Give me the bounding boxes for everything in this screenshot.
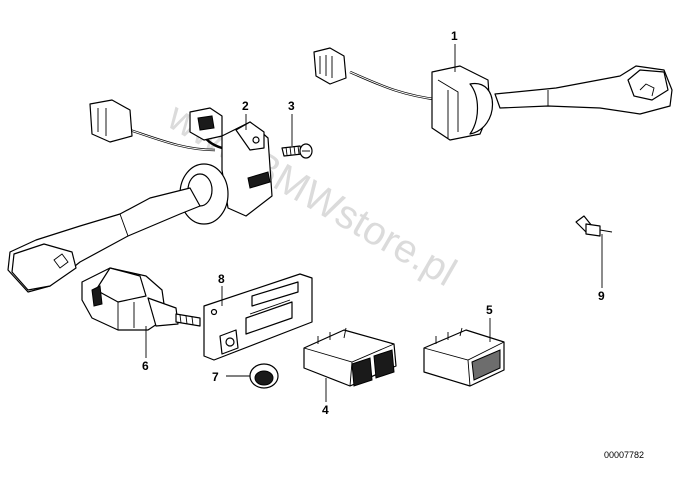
label-part-6: 6 xyxy=(142,359,149,373)
label-part-1: 1 xyxy=(451,29,458,43)
single-switch xyxy=(423,327,505,387)
cover-plate xyxy=(203,273,313,361)
diagram-reference-number: 00007782 xyxy=(604,450,644,460)
fixing-screw xyxy=(281,143,313,159)
turn-signal-switch xyxy=(7,99,273,293)
label-part-7: 7 xyxy=(212,370,219,384)
wiper-stalk-lever xyxy=(494,65,673,115)
double-switch xyxy=(303,327,397,387)
part-labels: 1 2 3 4 5 6 7 8 9 xyxy=(142,29,605,417)
pin-holder xyxy=(575,215,613,237)
label-part-8: 8 xyxy=(218,272,225,286)
label-part-5: 5 xyxy=(486,303,493,317)
label-part-4: 4 xyxy=(322,403,329,417)
wiper-stalk-switch xyxy=(313,47,673,141)
knob xyxy=(249,363,279,389)
hazard-switch xyxy=(81,267,201,331)
label-part-3: 3 xyxy=(288,99,295,113)
wiper-switch-connector xyxy=(313,47,347,85)
label-part-9: 9 xyxy=(598,289,605,303)
label-part-2: 2 xyxy=(242,99,249,113)
double-switch-body xyxy=(303,329,397,387)
leader-lines xyxy=(145,44,603,402)
turn-switch-connector-a xyxy=(89,99,133,143)
